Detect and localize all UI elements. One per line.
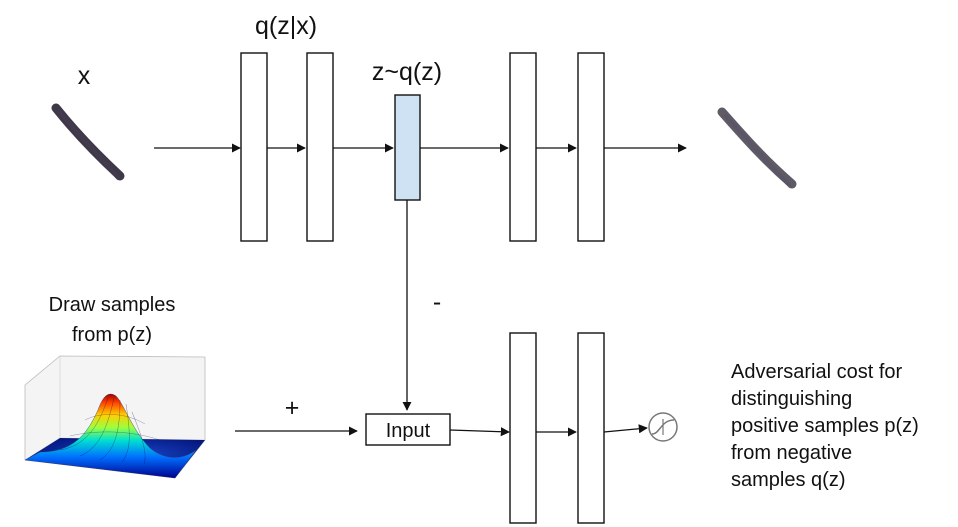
prior-label-line-2: from p(z) xyxy=(72,324,152,346)
plus-label: + xyxy=(285,394,300,422)
input-box-label: Input xyxy=(386,420,431,442)
encoder-layer-2 xyxy=(306,52,334,242)
adversarial-text-line-4: from negative xyxy=(731,442,852,464)
minus-label: - xyxy=(433,288,441,316)
latent-code-box xyxy=(394,94,421,201)
discriminator-layer-2 xyxy=(577,332,605,524)
input-digit-icon xyxy=(51,103,125,181)
output-digit-icon xyxy=(717,107,797,189)
input-box xyxy=(365,413,451,446)
adversarial-text-line-2: distinguishing xyxy=(731,388,852,410)
sigmoid-icon xyxy=(648,412,678,442)
discriminator-layer-1 xyxy=(509,332,537,524)
decoder-layer-2 xyxy=(577,52,605,242)
arrow-input-to-discriminator xyxy=(449,427,510,437)
prior-label-line-1: Draw samples xyxy=(49,294,176,316)
latent-label: z~q(z) xyxy=(372,58,442,86)
arrow-discriminator-to-output xyxy=(603,424,648,434)
adversarial-text-line-5: samples q(z) xyxy=(731,469,845,491)
decoder-layer-1 xyxy=(509,52,537,242)
input-x-label: x xyxy=(78,62,91,90)
encoder-layer-1 xyxy=(240,52,268,242)
encoder-label: q(z|x) xyxy=(255,12,317,40)
adversarial-text-line-3: positive samples p(z) xyxy=(731,415,919,437)
adversarial-text-line-1: Adversarial cost for xyxy=(731,361,903,383)
gaussian-surface-icon xyxy=(24,355,206,479)
